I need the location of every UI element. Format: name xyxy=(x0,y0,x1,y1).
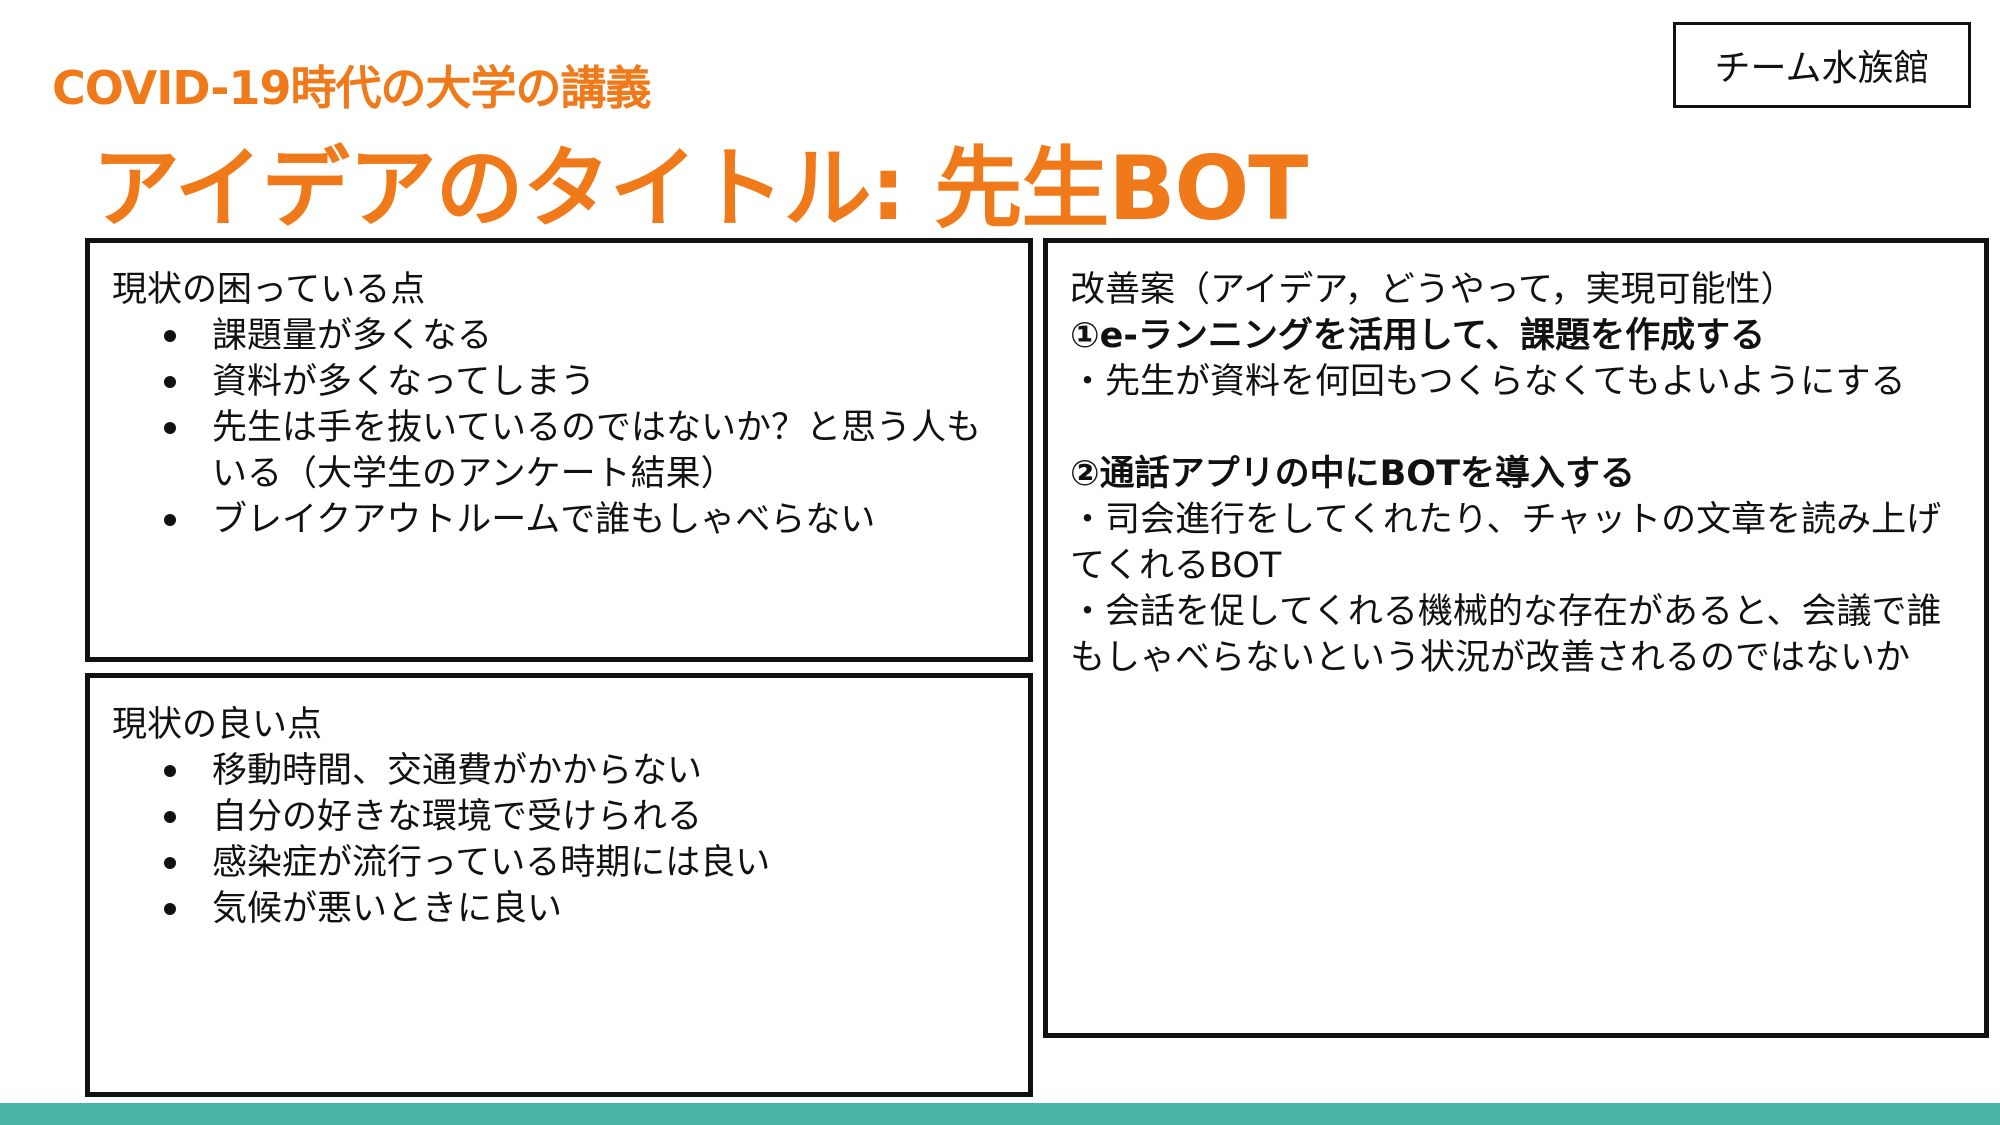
bullet-icon xyxy=(164,857,176,869)
bullet-icon xyxy=(164,765,176,777)
problems-box: 現状の困っている点 課題量が多くなる 資料が多くなってしまう 先生は手を抜いてい… xyxy=(85,238,1033,662)
idea-2-text-1: ・司会進行をしてくれたり、チャットの文章を読み上げてくれるBOT xyxy=(1070,500,1942,586)
list-item: 移動時間、交通費がかからない xyxy=(112,748,1006,794)
list-item: 気候が悪いときに良い xyxy=(112,886,1006,932)
slide-subtitle: COVID-19時代の大学の講義 xyxy=(52,61,651,115)
problems-heading: 現状の困っている点 xyxy=(112,270,426,310)
bullet-icon xyxy=(164,376,176,388)
slide-title: アイデアのタイトル: 先生BOT xyxy=(92,137,1308,240)
list-item: 課題量が多くなる xyxy=(112,313,1006,359)
footer-bar xyxy=(0,1103,2000,1125)
bullet-icon xyxy=(164,514,176,526)
spacer xyxy=(1070,405,1962,451)
idea-2-text-2: ・会話を促してくれる機械的な存在があると、会議で誰もしゃべらないという状況が改善… xyxy=(1070,592,1942,678)
good-points-list: 移動時間、交通費がかからない 自分の好きな環境で受けられる 感染症が流行っている… xyxy=(112,748,1006,932)
list-item: 先生は手を抜いているのではないか？と思う人もいる（大学生のアンケート結果） xyxy=(112,405,1006,497)
list-item: ブレイクアウトルームで誰もしゃべらない xyxy=(112,497,1006,543)
good-points-box: 現状の良い点 移動時間、交通費がかからない 自分の好きな環境で受けられる 感染症… xyxy=(85,673,1033,1097)
bullet-icon xyxy=(164,811,176,823)
list-item: 自分の好きな環境で受けられる xyxy=(112,794,1006,840)
idea-1-title: ①e-ランニングを活用して、課題を作成する xyxy=(1070,316,1766,356)
list-item: 感染症が流行っている時期には良い xyxy=(112,840,1006,886)
problems-list: 課題量が多くなる 資料が多くなってしまう 先生は手を抜いているのではないか？と思… xyxy=(112,313,1006,543)
list-item: 資料が多くなってしまう xyxy=(112,359,1006,405)
team-name-box: チーム水族館 xyxy=(1673,22,1971,108)
bullet-icon xyxy=(164,330,176,342)
good-points-heading: 現状の良い点 xyxy=(112,705,323,745)
bullet-icon xyxy=(164,903,176,915)
idea-1-text: ・先生が資料を何回もつくらなくてもよいようにする xyxy=(1070,362,1906,402)
idea-box: 改善案（アイデア，どうやって，実現可能性） ①e-ランニングを活用して、課題を作… xyxy=(1043,238,1989,1038)
idea-2-title: ②通話アプリの中にBOTを導入する xyxy=(1070,454,1635,494)
bullet-icon xyxy=(164,422,176,434)
idea-heading: 改善案（アイデア，どうやって，実現可能性） xyxy=(1070,270,1796,310)
